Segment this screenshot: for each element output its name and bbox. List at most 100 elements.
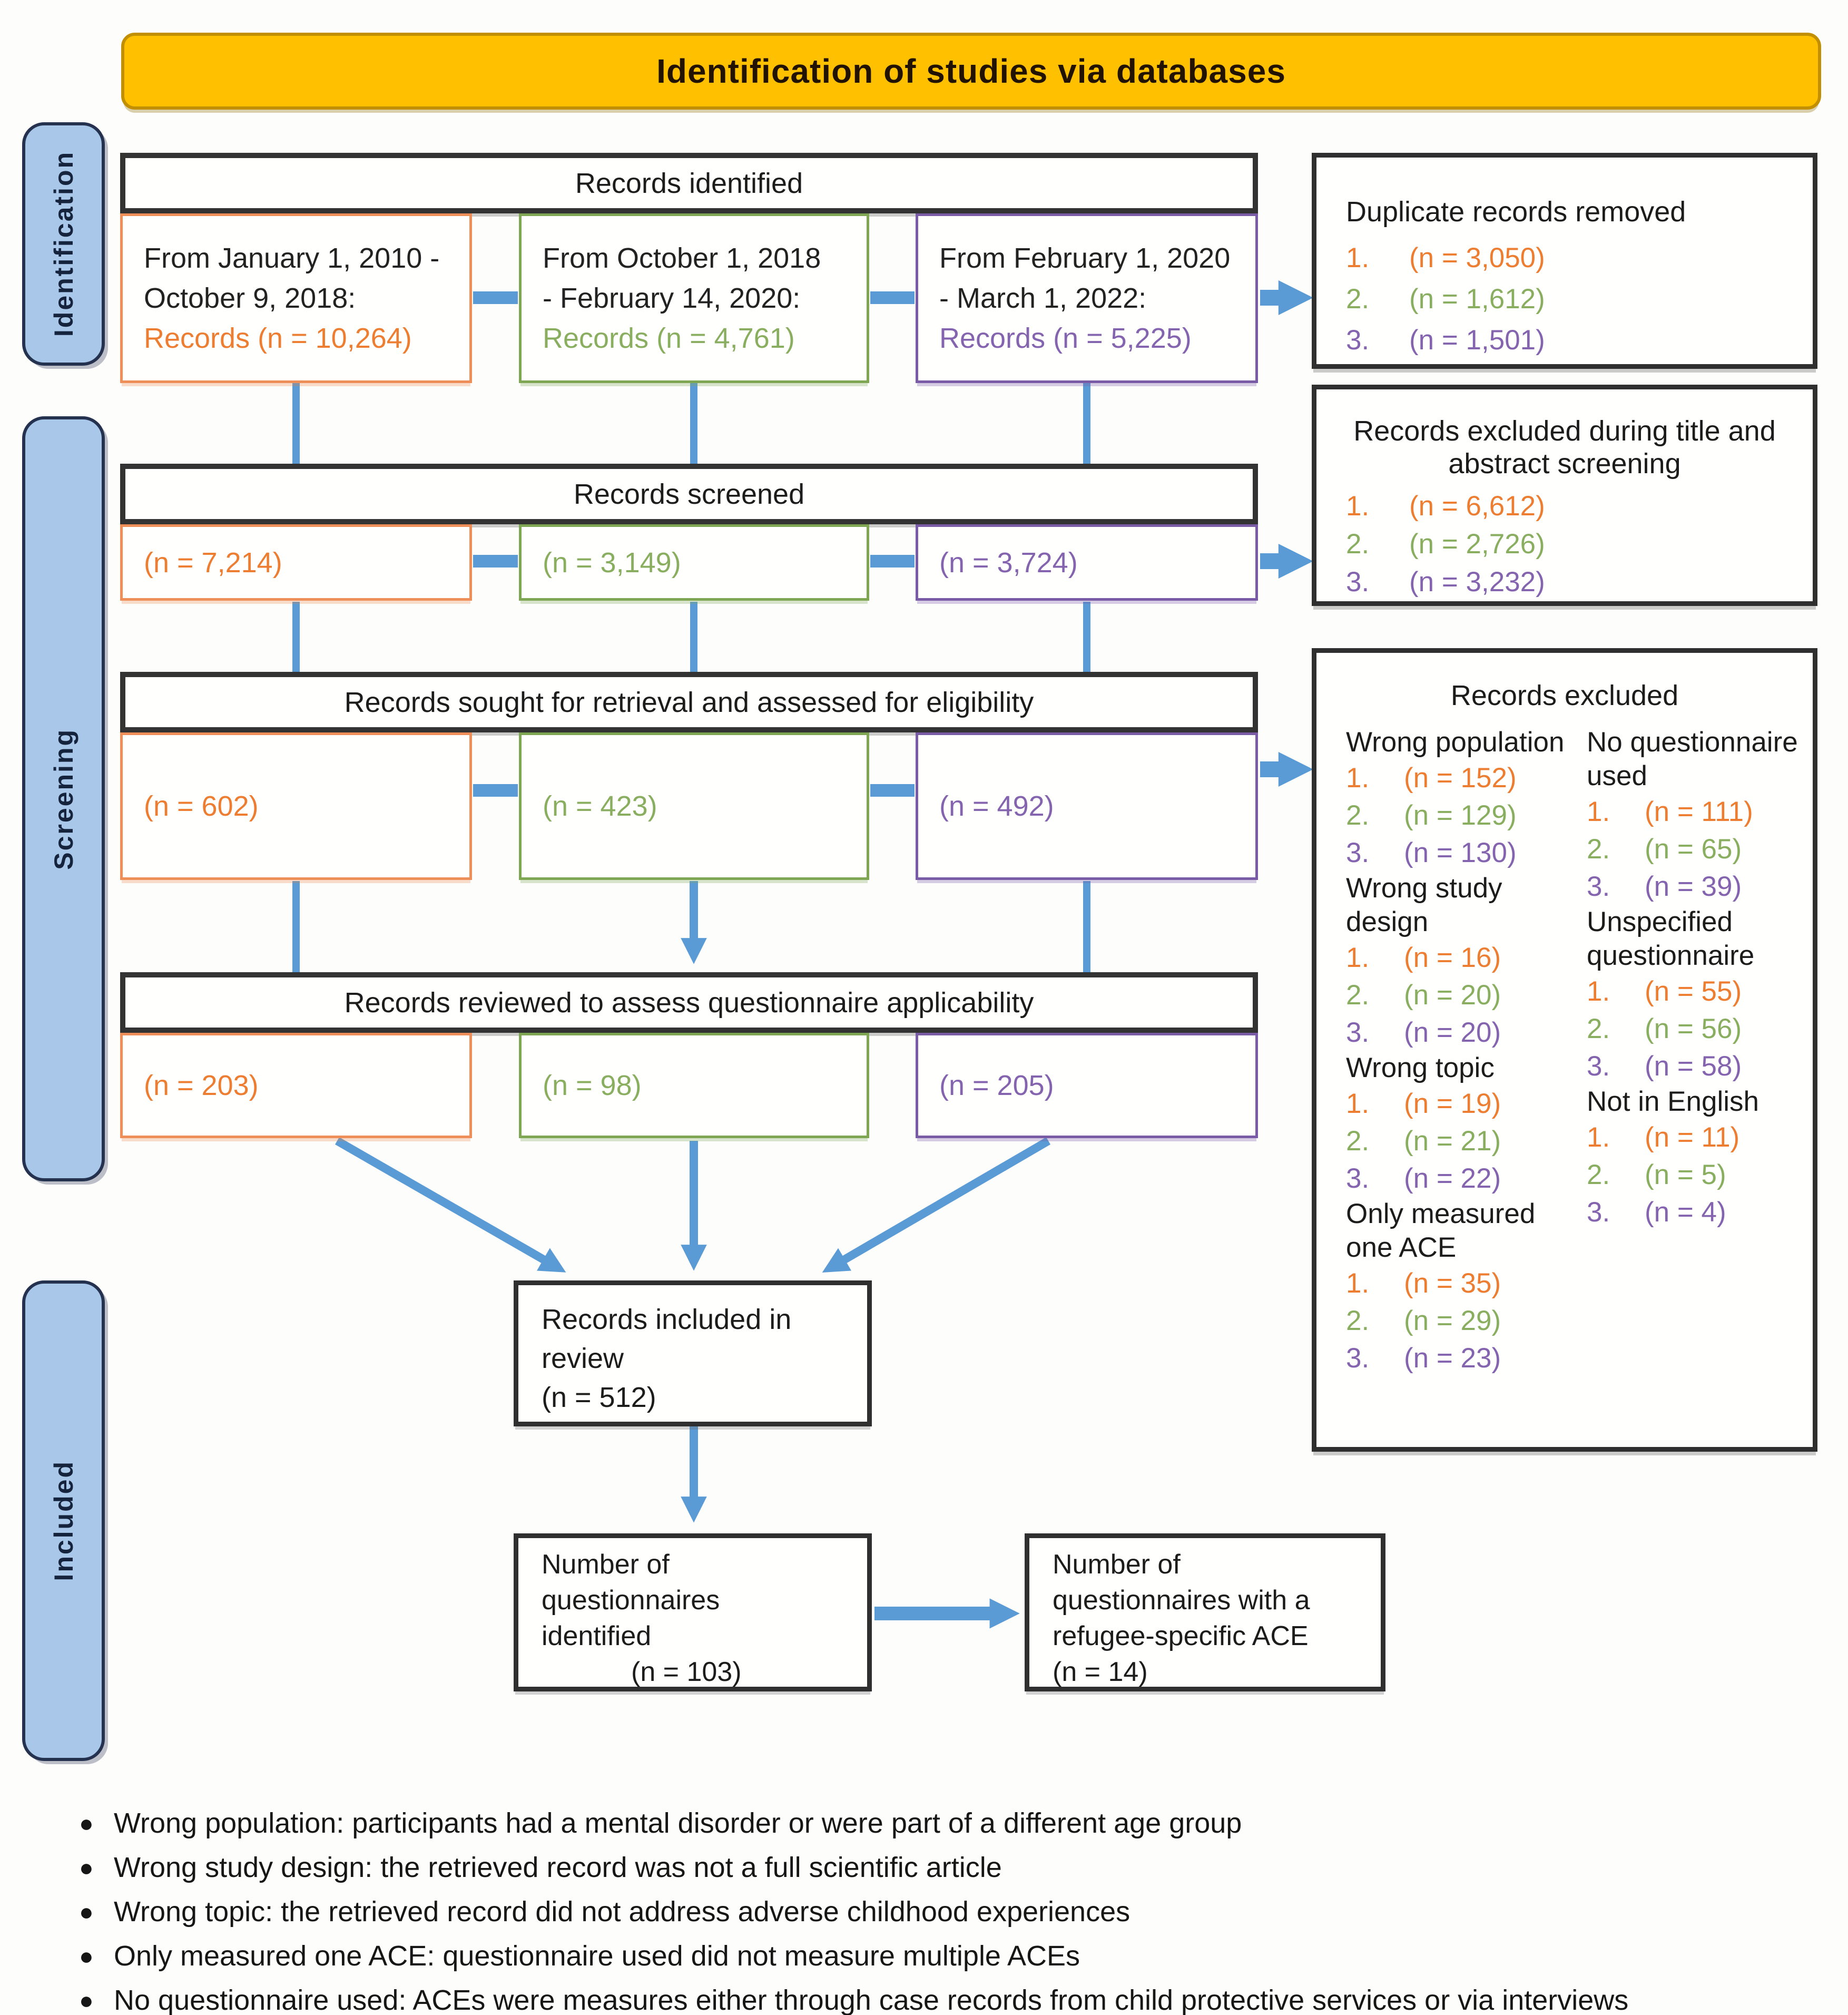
footnote-no-questionnaire: ● No questionnaire used: ACEs were measu… — [79, 1978, 1828, 2015]
search3-dates-line1: From February 1, 2020 — [939, 242, 1231, 274]
box-screened-search1: (n = 7,214) — [120, 524, 472, 601]
box-reviewed-search3: (n = 205) — [916, 1033, 1258, 1138]
header-records-screened: Records screened — [120, 464, 1258, 524]
box-included-text: Records included in review (n = 512) — [518, 1285, 867, 1417]
duplicates-item-1-value: (n = 3,050) — [1409, 242, 1545, 273]
retrieval-count-search3: (n = 492) — [939, 790, 1054, 822]
duplicates-item-1: 1. (n = 3,050) — [1346, 238, 1813, 279]
wrong-topic-item-2: 2.(n = 21) — [1346, 1122, 1572, 1160]
unspecified-item-3-num: 3. — [1587, 1051, 1610, 1082]
box-retrieval-search2: (n = 423) — [519, 732, 869, 880]
wrong-design-item-2-num: 2. — [1346, 980, 1370, 1011]
not-english-item-2-num: 2. — [1587, 1159, 1610, 1190]
retrieval-count-search2: (n = 423) — [543, 790, 657, 822]
questionnaires-count: (n = 103) — [631, 1657, 742, 1687]
one-ace-item-1: 1.(n = 35) — [1346, 1265, 1572, 1302]
search2-dates-line2: - February 14, 2020: — [543, 282, 801, 314]
reviewed-count-search1: (n = 203) — [144, 1070, 259, 1101]
reviewed-count-search3: (n = 205) — [939, 1070, 1054, 1101]
duplicates-item-3-num: 3. — [1346, 325, 1370, 356]
duplicates-item-1-num: 1. — [1346, 242, 1370, 273]
reason-not-in-english: Not in English — [1587, 1086, 1759, 1117]
wrong-population-item-1-num: 1. — [1346, 762, 1370, 794]
refugee-line3: refugee-specific ACE — [1053, 1621, 1309, 1651]
wrong-population-item-3-num: 3. — [1346, 837, 1370, 868]
wrong-population-item-3-value: (n = 130) — [1404, 837, 1517, 868]
records-excluded-left-column: Wrong population 1.(n = 152) 2.(n = 129)… — [1346, 726, 1572, 1377]
duplicates-item-2: 2. (n = 1,612) — [1346, 279, 1813, 320]
questionnaires-line3: identified — [542, 1621, 652, 1651]
sidebar-screening: Screening — [22, 416, 105, 1181]
title-abstract-item-3-value: (n = 3,232) — [1409, 566, 1545, 598]
wrong-design-item-1-num: 1. — [1346, 942, 1370, 973]
footnotes: ● Wrong population: participants had a m… — [79, 1801, 1828, 2015]
title-abstract-item-1: 1. (n = 6,612) — [1346, 487, 1813, 525]
box-questionnaires-identified-text: Number of questionnaires identified (n =… — [518, 1538, 867, 1690]
no-questionnaire-item-3: 3.(n = 39) — [1587, 868, 1813, 905]
wrong-topic-item-1-num: 1. — [1346, 1088, 1370, 1119]
questionnaires-line1: Number of — [542, 1549, 670, 1580]
footnote-wrong-population: ● Wrong population: participants had a m… — [79, 1801, 1828, 1845]
reason-wrong-topic: Wrong topic — [1346, 1052, 1495, 1083]
header-records-sought: Records sought for retrieval and assesse… — [120, 672, 1258, 732]
footnote-one-ace-text: Only measured one ACE: questionnaire use… — [114, 1940, 1080, 1972]
duplicates-item-3-value: (n = 1,501) — [1409, 325, 1545, 356]
wrong-design-item-3: 3.(n = 20) — [1346, 1014, 1572, 1051]
not-english-item-1-num: 1. — [1587, 1122, 1610, 1153]
not-english-item-3: 3.(n = 4) — [1587, 1194, 1813, 1231]
wrong-population-item-1-value: (n = 152) — [1404, 762, 1517, 794]
banner: Identification of studies via databases — [121, 33, 1821, 110]
unspecified-item-2: 2.(n = 56) — [1587, 1010, 1813, 1048]
bullet-icon: ● — [79, 1854, 94, 1881]
not-english-item-1: 1. (n = 11) — [1587, 1119, 1813, 1156]
footnote-wrong-topic: ● Wrong topic: the retrieved record did … — [79, 1890, 1828, 1934]
reason-no-questionnaire: No questionnaire used — [1587, 727, 1798, 791]
header-records-identified-label: Records identified — [575, 167, 803, 199]
title-abstract-item-2-num: 2. — [1346, 529, 1370, 560]
duplicates-item-2-num: 2. — [1346, 283, 1370, 315]
unspecified-item-3-value: (n = 58) — [1645, 1051, 1742, 1082]
box-identified-search1: From January 1, 2010 - October 9, 2018: … — [120, 213, 472, 383]
box-included-in-review: Records included in review (n = 512) — [514, 1280, 872, 1426]
arrow-converge-left — [335, 1137, 566, 1273]
reason-unspecified-questionnaire: Unspecified questionnaire — [1587, 906, 1755, 971]
duplicates-item-2-value: (n = 1,612) — [1409, 283, 1545, 315]
one-ace-item-2: 2.(n = 29) — [1346, 1302, 1572, 1339]
box-reviewed-search2: (n = 98) — [519, 1033, 869, 1138]
refugee-line1: Number of — [1053, 1549, 1181, 1580]
connector-row1-row2 — [292, 383, 1090, 465]
records-excluded-title: Records excluded — [1450, 680, 1679, 711]
duplicates-title: Duplicate records removed — [1346, 196, 1686, 228]
unspecified-item-1-value: (n = 55) — [1645, 976, 1742, 1007]
wrong-topic-item-3-value: (n = 22) — [1404, 1163, 1501, 1194]
wrong-topic-item-1-value: (n = 19) — [1404, 1088, 1501, 1119]
not-english-item-2: 2. (n = 5) — [1587, 1156, 1813, 1194]
box-duplicates-removed: Duplicate records removed 1. (n = 3,050)… — [1312, 153, 1817, 369]
bullet-icon: ● — [79, 1942, 94, 1970]
not-english-item-2-value: (n = 5) — [1645, 1159, 1726, 1190]
reason-wrong-population: Wrong population — [1346, 727, 1565, 758]
header-records-reviewed: Records reviewed to assess questionnaire… — [120, 972, 1258, 1033]
title-abstract-item-2: 2. (n = 2,726) — [1346, 525, 1813, 563]
box-identified-search3: From February 1, 2020 - March 1, 2022: R… — [916, 213, 1258, 383]
not-english-item-3-value: (n = 4) — [1645, 1197, 1726, 1228]
reviewed-count-search2: (n = 98) — [543, 1070, 642, 1101]
one-ace-item-3-num: 3. — [1346, 1343, 1370, 1374]
search1-dates-line1: From January 1, 2010 - — [144, 242, 440, 274]
wrong-topic-item-3-num: 3. — [1346, 1163, 1370, 1194]
search1-records-count: Records (n = 10,264) — [144, 322, 412, 354]
not-english-item-1-value: (n = 11) — [1645, 1122, 1740, 1153]
search3-records-count: Records (n = 5,225) — [939, 322, 1192, 354]
box-identified-search2-text: From October 1, 2018 - February 14, 2020… — [522, 216, 867, 358]
sidebar-screening-label: Screening — [48, 728, 78, 870]
wrong-population-item-3: 3. (n = 130) — [1346, 834, 1572, 872]
box-identified-search2: From October 1, 2018 - February 14, 2020… — [519, 213, 869, 383]
unspecified-item-3: 3. (n = 58) — [1587, 1048, 1813, 1085]
no-questionnaire-item-2: 2.(n = 65) — [1587, 830, 1813, 868]
footnote-no-questionnaire-text: No questionnaire used: ACEs were measure… — [114, 1984, 1629, 2015]
box-retrieval-search3: (n = 492) — [916, 732, 1258, 880]
wrong-design-item-2: 2.(n = 20) — [1346, 976, 1572, 1014]
no-questionnaire-item-1: 1.(n = 111) — [1587, 793, 1813, 830]
title-abstract-item-1-value: (n = 6,612) — [1409, 491, 1545, 522]
